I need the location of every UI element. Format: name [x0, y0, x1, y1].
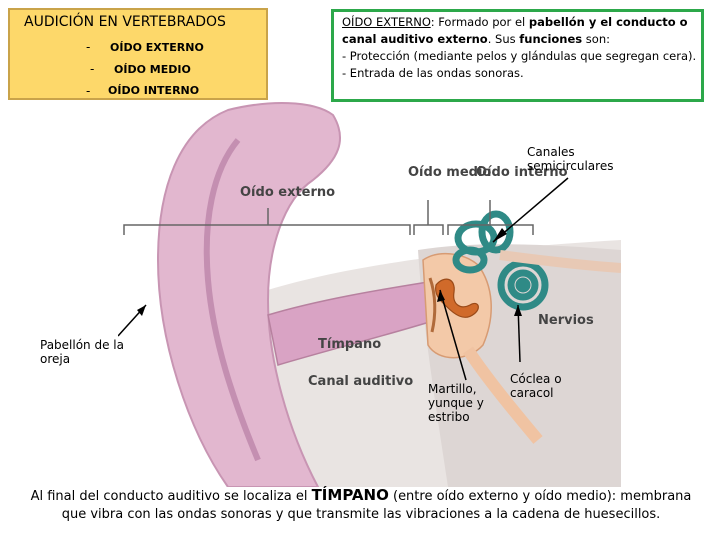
bullet-dash: -: [90, 62, 94, 76]
definition-text: son:: [582, 32, 610, 46]
definition-line-1: OÍDO EXTERNO: Formado por el pabellón y …: [342, 15, 688, 29]
label-nervios: Nervios: [538, 313, 594, 328]
definition-box: OÍDO EXTERNO: Formado por el pabellón y …: [331, 9, 704, 102]
bracket-middle: [414, 225, 443, 235]
caption-text: Al final del conducto auditivo se locali…: [31, 489, 312, 504]
definition-line-4: - Entrada de las ondas sonoras.: [342, 66, 524, 80]
callout-martillo: Martillo, yunque y estribo: [428, 382, 498, 424]
topic-item: OÍDO EXTERNO: [110, 41, 204, 54]
label-canal-auditivo: Canal auditivo: [308, 374, 413, 389]
topics-box: AUDICIÓN EN VERTEBRADOS - OÍDO EXTERNO -…: [8, 8, 268, 100]
definition-heading: OÍDO EXTERNO: [342, 15, 431, 29]
caption-bold: TÍMPANO: [312, 486, 389, 504]
definition-bold: canal auditivo externo: [342, 32, 488, 46]
definition-text: . Sus: [488, 32, 520, 46]
callout-pabellon: Pabellón de la oreja: [40, 338, 125, 366]
topic-item: OÍDO INTERNO: [108, 84, 199, 97]
bullet-dash: -: [86, 84, 90, 98]
topic-item: OÍDO MEDIO: [114, 63, 191, 76]
definition-bold: pabellón y el conducto o: [529, 15, 688, 29]
definition-bold: funciones: [519, 32, 582, 46]
callout-canales: Canales semicirculares: [527, 145, 627, 173]
label-timpano: Tímpano: [318, 337, 381, 352]
callout-coclea: Cóclea o caracol: [510, 372, 580, 400]
definition-line-2: canal auditivo externo. Sus funciones so…: [342, 32, 610, 46]
bullet-dash: -: [86, 40, 90, 54]
label-oido-externo: Oído externo: [240, 185, 335, 200]
cochlea: [501, 263, 545, 307]
caption: Al final del conducto auditivo se locali…: [20, 486, 702, 524]
definition-text: : Formado por el: [431, 15, 529, 29]
topics-title: AUDICIÓN EN VERTEBRADOS: [24, 14, 226, 30]
definition-line-3: - Protección (mediante pelos y glándulas…: [342, 49, 696, 63]
